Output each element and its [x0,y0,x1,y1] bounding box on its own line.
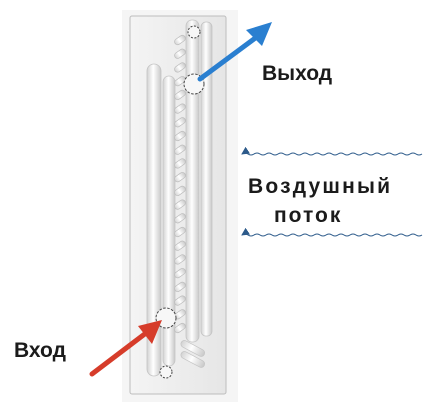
airflow-arrow-top [241,146,423,156]
outlet-arrow-shaft [197,33,261,82]
fin [174,144,186,155]
fin [174,89,186,100]
fin [174,281,186,292]
bottom-bend-2 [180,351,206,368]
fin [174,199,186,210]
airflow-label-line1: Воздушный [248,175,393,198]
fin [174,62,186,73]
fin-stack [174,34,186,334]
fin [174,240,186,251]
fin [174,117,186,128]
inlet-arrow-head [138,320,162,344]
inlet-port [155,307,177,329]
fin [174,254,186,265]
outlet-tube-outer [200,21,213,337]
fin [174,158,186,169]
fin [174,268,186,279]
fin [174,213,186,224]
fin [174,322,186,334]
inlet-label: Вход [14,339,66,362]
inlet-arrow-shaft [89,327,153,377]
fin [174,34,186,46]
outlet-label: Выход [262,62,333,85]
fin [174,130,186,142]
fin [174,48,186,59]
fin [174,103,186,114]
outlet-arrow-head [246,22,272,46]
inlet-tube-outer [146,63,162,377]
fin [174,226,186,238]
fin [174,295,186,306]
fin [174,76,186,87]
airflow-label-line2: поток [274,204,343,227]
bottom-port [159,365,173,379]
fin [174,172,186,183]
bottom-bend-1 [180,340,206,357]
airflow-arrow-bottom [241,227,423,237]
top-port [187,25,201,39]
outlet-tube-inner [185,19,200,343]
fin [174,185,186,196]
